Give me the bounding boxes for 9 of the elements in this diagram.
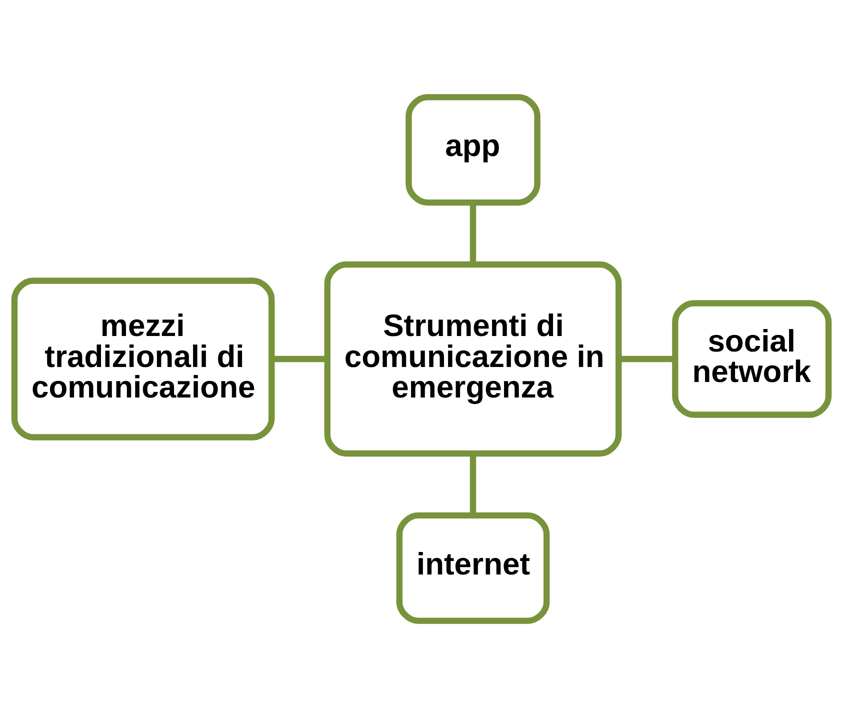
connector <box>470 202 476 264</box>
node-box: internet <box>396 512 550 624</box>
connector <box>272 356 328 362</box>
connector <box>618 356 676 362</box>
node-box: Strumenti di comunicazione in emergenza <box>324 261 622 457</box>
connector <box>470 454 476 516</box>
node-box: social network <box>672 300 832 418</box>
node-box: mezzi tradizionali di comunicazione <box>11 278 275 440</box>
node-box: app <box>406 94 540 206</box>
